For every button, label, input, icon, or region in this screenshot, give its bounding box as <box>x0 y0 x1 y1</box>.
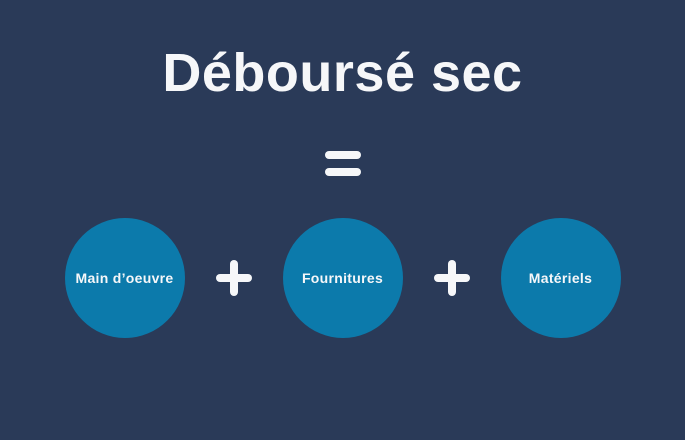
equals-bar-top <box>324 151 361 159</box>
formula-row: Main d’oeuvre Fournitures Matériels <box>0 218 685 338</box>
page-title: Déboursé sec <box>162 43 523 103</box>
circle-materiels: Matériels <box>500 218 621 338</box>
plus-icon <box>433 260 470 296</box>
circle-label: Fournitures <box>301 270 384 286</box>
circle-fournitures: Fournitures <box>282 218 403 338</box>
circle-label: Matériels <box>528 270 593 286</box>
circle-main-doeuvre: Main d’oeuvre <box>64 218 185 338</box>
circle-label: Main d’oeuvre <box>75 270 174 286</box>
equals-bar-bottom <box>324 168 361 176</box>
plus-bar-vertical <box>447 260 456 296</box>
plus-bar-vertical <box>229 260 238 296</box>
equals-icon <box>324 151 361 176</box>
plus-icon <box>215 260 252 296</box>
